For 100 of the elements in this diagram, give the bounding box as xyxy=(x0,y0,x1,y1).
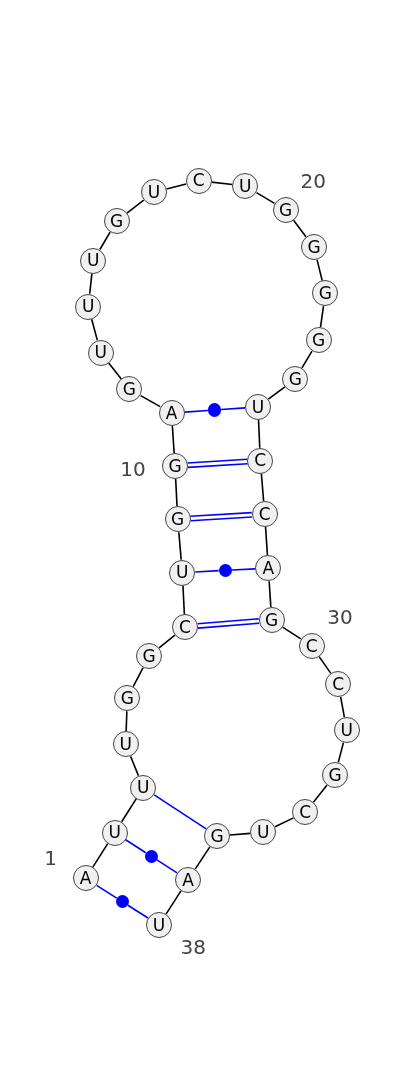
backbone-line xyxy=(182,584,186,615)
backbone-line xyxy=(91,842,109,869)
base-letter: A xyxy=(262,559,275,577)
base-letter: G xyxy=(279,201,293,219)
backbone-line xyxy=(318,655,332,675)
nucleotide-circle xyxy=(247,447,274,474)
base-letter: U xyxy=(176,564,189,582)
nucleotide-circle xyxy=(172,614,198,640)
base-letter: C xyxy=(332,675,345,693)
base-pair-line xyxy=(187,462,249,469)
backbone-line xyxy=(90,318,99,341)
base-letter: G xyxy=(122,380,136,398)
nucleotide-circle xyxy=(322,762,348,788)
backbone-line xyxy=(257,419,261,449)
position-number: 10 xyxy=(120,459,146,480)
nucleotide-circle xyxy=(136,643,162,669)
base-letter: G xyxy=(312,331,326,349)
nucleotide-circle xyxy=(232,173,259,199)
nucleotide-circle xyxy=(169,559,196,586)
backbone-line xyxy=(260,472,265,502)
backbone-line xyxy=(316,259,323,282)
dot-icon xyxy=(207,403,222,417)
backbone-line xyxy=(125,710,128,733)
nucleotide-circle xyxy=(103,208,130,234)
base-letter: U xyxy=(239,177,252,195)
position-number: 38 xyxy=(180,937,206,958)
base-letter: U xyxy=(147,183,161,201)
base-letter: G xyxy=(171,510,185,528)
nucleotide-circle xyxy=(255,555,282,582)
position-number: 20 xyxy=(300,170,326,191)
backbone-line xyxy=(319,305,325,328)
base-letter: G xyxy=(120,689,134,707)
base-letter: A xyxy=(165,404,178,422)
base-letter: C xyxy=(179,618,191,636)
backbone-line xyxy=(301,350,313,369)
base-letter: U xyxy=(82,298,95,316)
position-number: 30 xyxy=(327,606,353,627)
nucleotide-circle xyxy=(298,633,325,659)
nucleotide-circle xyxy=(333,717,360,743)
backbone-line xyxy=(264,526,269,557)
backbone-line xyxy=(178,531,182,561)
backbone-line xyxy=(126,199,145,214)
nucleotide-circle xyxy=(175,867,201,893)
base-pair-line xyxy=(124,838,147,854)
backbone-line xyxy=(165,183,187,190)
nucleotide-circle xyxy=(130,774,157,801)
backbone-line xyxy=(210,181,234,186)
base-letter: U xyxy=(119,735,132,753)
nucleotide-circle xyxy=(80,247,107,274)
base-letter: G xyxy=(288,370,302,388)
dot-icon xyxy=(144,849,158,863)
dot-icon xyxy=(115,895,129,909)
position-number: 1 xyxy=(44,847,58,868)
backbone-line xyxy=(129,755,140,777)
base-letter: U xyxy=(257,823,270,841)
base-pair-line xyxy=(220,407,246,411)
nucleotide-circle xyxy=(251,501,278,527)
base-letter: G xyxy=(142,647,156,665)
nucleotide-circle xyxy=(75,293,102,320)
backbone-line xyxy=(88,272,93,295)
base-letter: U xyxy=(108,824,121,842)
base-letter: U xyxy=(87,252,100,270)
backbone-line xyxy=(292,219,307,238)
nucleotide-circle xyxy=(272,197,299,223)
nucleotide-circle xyxy=(112,731,139,758)
base-letter: G xyxy=(168,457,182,475)
base-letter: U xyxy=(152,916,166,934)
backbone-line xyxy=(255,191,276,205)
nucleotide-circle xyxy=(158,400,185,426)
nucleotide-circle xyxy=(312,280,339,307)
nucleotide-circle xyxy=(87,339,114,366)
nucleotide-circle xyxy=(146,912,172,938)
nucleotide-circle xyxy=(305,327,332,353)
base-letter: C xyxy=(299,803,312,821)
nucleotide-circle xyxy=(141,179,167,206)
backbone-line xyxy=(171,425,175,454)
base-pair-line xyxy=(196,618,260,625)
backbone-line xyxy=(107,362,123,380)
base-letter: C xyxy=(192,172,205,190)
base-pair-line xyxy=(127,904,149,919)
base-letter: U xyxy=(94,344,107,362)
backbone-line xyxy=(268,580,272,608)
base-letter: G xyxy=(210,827,224,845)
nucleotide-circle xyxy=(72,865,99,892)
base-pair-line xyxy=(194,569,220,573)
base-letter: A xyxy=(182,871,194,889)
nucleotide-circle xyxy=(162,453,188,479)
base-pair-line xyxy=(186,458,249,464)
nucleotide-circle xyxy=(114,685,141,712)
backbone-line xyxy=(194,846,211,870)
base-letter: U xyxy=(137,779,150,797)
nucleotide-circle xyxy=(116,376,143,403)
nucleotide-circle xyxy=(204,823,230,849)
nucleotide-circle xyxy=(292,799,319,826)
nucleotide-circle xyxy=(185,167,212,194)
backbone-line xyxy=(337,741,345,764)
backbone-line xyxy=(174,478,178,508)
backbone-line xyxy=(267,386,286,400)
base-letter: C xyxy=(258,505,271,523)
backbone-line xyxy=(281,626,302,640)
